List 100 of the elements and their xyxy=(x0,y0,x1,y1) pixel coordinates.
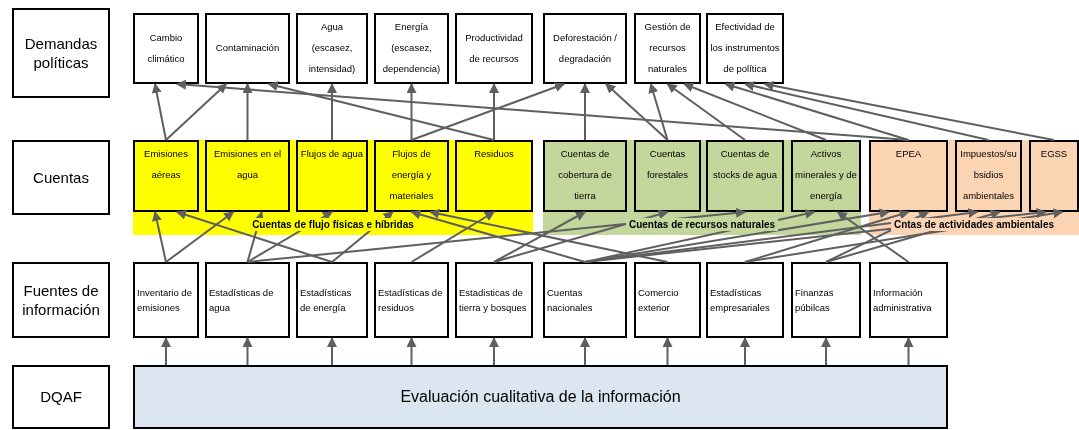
source-box xyxy=(133,262,199,338)
box-label: Inventario de emisiones xyxy=(137,285,193,315)
box-label: Contaminación xyxy=(215,41,280,56)
arrow xyxy=(176,79,910,141)
box-label: Residuos xyxy=(474,147,514,161)
account-box xyxy=(1029,140,1079,212)
row-header-box xyxy=(12,8,110,98)
box-label: Fuentes de información xyxy=(21,280,101,320)
arrow xyxy=(165,211,235,263)
account-box xyxy=(791,140,861,212)
arrow xyxy=(836,211,910,263)
box-label: Estadisticas de tierra y bosques xyxy=(459,285,528,315)
arrow xyxy=(151,83,167,141)
box-label: Cuentas nacionales xyxy=(547,285,594,315)
account-box xyxy=(374,140,449,212)
arrow xyxy=(246,207,746,263)
row-header-box xyxy=(12,365,110,429)
demand-box xyxy=(543,13,627,84)
demand-box xyxy=(706,13,784,84)
arrow xyxy=(584,209,816,263)
box-label: Estadísticas de energía xyxy=(300,285,353,315)
account-box xyxy=(955,140,1022,212)
box-label: Finanzas púbilcas xyxy=(795,285,835,315)
arrow xyxy=(410,209,586,263)
row-header-box xyxy=(12,262,110,338)
account-box xyxy=(869,140,948,212)
box-label: Cambio climático xyxy=(146,30,186,66)
box-label: Estadísticas de agua xyxy=(209,285,275,315)
arrow xyxy=(580,337,590,366)
box-label: Emisiones en el agua xyxy=(212,147,283,182)
arrow xyxy=(242,83,253,141)
box-label: Cuentas de cobertura de tierra xyxy=(557,147,613,203)
arrow xyxy=(724,81,910,141)
arrow xyxy=(410,211,495,263)
category-band xyxy=(869,140,1079,235)
arrow xyxy=(242,337,253,366)
arrow xyxy=(662,337,673,366)
arrow xyxy=(763,80,1055,141)
source-box xyxy=(706,262,784,338)
box-label: Flujos de energía y materiales xyxy=(388,147,435,203)
arrow xyxy=(267,81,495,141)
arrow xyxy=(744,209,910,263)
box-label: Gestión de recursos naturales xyxy=(643,20,692,76)
box-label: Estadísticas de residuos xyxy=(378,285,444,315)
box-label: DQAF xyxy=(40,387,82,407)
account-box xyxy=(455,140,533,212)
source-box xyxy=(791,262,861,338)
arrow xyxy=(744,81,990,141)
band-label: Cuentas de recursos naturales xyxy=(625,218,779,231)
demand-box xyxy=(205,13,290,84)
arrow xyxy=(246,211,264,263)
demand-box xyxy=(634,13,701,84)
arrow xyxy=(489,337,499,366)
arrow xyxy=(825,211,930,263)
box-label: Cuentas xyxy=(33,167,89,188)
arrow xyxy=(327,337,337,366)
demand-box xyxy=(455,13,533,84)
box-label: EPEA xyxy=(895,147,922,161)
arrow xyxy=(406,337,417,366)
box-label: Efectividad de los instrumentos de política xyxy=(710,20,780,76)
arrow xyxy=(903,337,914,366)
arrow xyxy=(666,83,746,141)
arrow xyxy=(429,208,669,263)
arrow xyxy=(683,82,827,141)
box-label: Agua (escasez, intensidad) xyxy=(307,20,357,76)
box-label: Emisiones aéreas xyxy=(143,147,189,182)
source-box xyxy=(869,262,948,338)
category-band xyxy=(133,140,533,235)
source-box xyxy=(455,262,533,338)
arrow xyxy=(489,83,499,141)
arrow xyxy=(410,82,565,141)
account-box xyxy=(205,140,290,212)
source-box xyxy=(374,262,449,338)
arrow xyxy=(246,211,333,263)
arrow xyxy=(580,83,590,141)
arrow xyxy=(331,211,394,263)
process-box xyxy=(133,365,948,429)
arrow xyxy=(165,83,228,141)
arrow xyxy=(161,337,171,366)
account-box xyxy=(634,140,701,212)
box-label: Deforestación / degradación xyxy=(552,30,618,66)
source-box xyxy=(205,262,290,338)
account-box xyxy=(296,140,368,212)
box-label: Demandas políticas xyxy=(23,33,99,73)
arrow xyxy=(493,211,586,263)
arrow xyxy=(740,337,750,366)
arrow xyxy=(821,337,831,366)
box-label: Impuestos/subsidios ambientales xyxy=(959,147,1018,203)
band-label: Cuentas de flujo físicas e híbridas xyxy=(249,218,417,231)
box-label: Comercio exterior xyxy=(638,285,680,315)
account-box xyxy=(543,140,627,212)
box-label: Estadísticas empresariales xyxy=(710,285,771,315)
source-box xyxy=(634,262,701,338)
source-box xyxy=(296,262,368,338)
source-box xyxy=(543,262,627,338)
arrow xyxy=(152,211,167,263)
account-box xyxy=(706,140,784,212)
arrow xyxy=(648,83,669,141)
box-label: Activos minerales y de energía xyxy=(795,147,857,203)
box-label: Energía (escasez, dependencia) xyxy=(381,20,442,76)
